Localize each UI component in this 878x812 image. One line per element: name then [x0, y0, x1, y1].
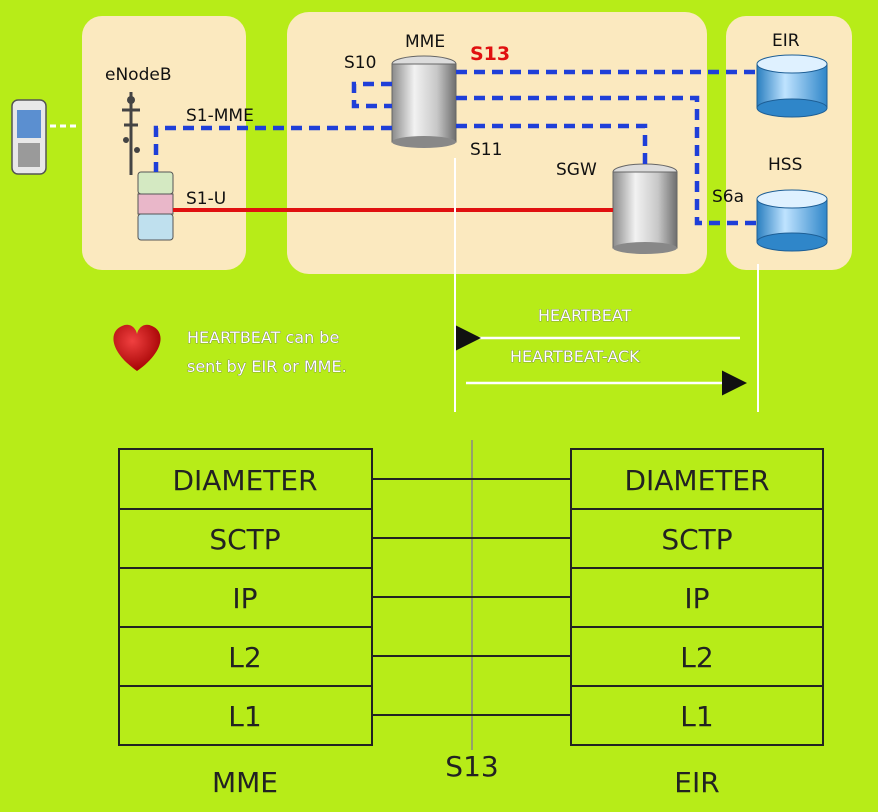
mme-layer-diameter-text: DIAMETER	[172, 464, 317, 497]
s10-label: S10	[344, 53, 376, 73]
heartbeat-ack-label: HEARTBEAT-ACK	[510, 347, 640, 366]
eir-database-icon	[756, 54, 828, 118]
note-line-1: HEARTBEAT can be	[187, 328, 339, 347]
enodeb-tower-icon	[122, 92, 174, 241]
mme-layer-l1-text: L1	[228, 700, 261, 733]
hss-database-icon	[756, 189, 828, 252]
eir-layer-ip-text: IP	[684, 582, 709, 615]
s11-link	[456, 123, 648, 170]
enodeb-label: eNodeB	[105, 65, 172, 85]
s10-link	[351, 81, 392, 109]
phone-icon	[11, 99, 47, 175]
peer-links	[372, 478, 571, 716]
s6a-label: S6a	[712, 187, 744, 207]
note-line-2: sent by EIR or MME.	[187, 357, 347, 376]
heart-icon	[113, 324, 161, 371]
eir-protocol-stack: DIAMETER SCTP IP L2 L1	[570, 448, 824, 746]
s1-mme-link	[153, 125, 392, 172]
mme-protocol-stack: DIAMETER SCTP IP L2 L1	[118, 448, 373, 746]
eir-layer-sctp-text: SCTP	[661, 523, 732, 556]
mme-stack-label: MME	[212, 766, 278, 799]
sgw-label: SGW	[556, 160, 597, 180]
eir-layer-l2-text: L2	[680, 641, 713, 674]
s1-u-label: S1-U	[186, 189, 226, 209]
mme-layer-ip-text: IP	[232, 582, 257, 615]
eir-layer-l1-text: L1	[680, 700, 713, 733]
enodeb-panel	[82, 16, 246, 270]
control-plane-links	[153, 69, 756, 226]
eir-label: EIR	[772, 31, 800, 51]
s1-mme-label: S1-MME	[186, 106, 254, 126]
s11-label: S11	[470, 140, 502, 160]
eir-layer-diameter-text: DIAMETER	[624, 464, 769, 497]
sgw-server-icon	[612, 163, 678, 254]
mme-layer-sctp-text: SCTP	[209, 523, 280, 556]
hss-label: HSS	[768, 155, 802, 175]
mme-label: MME	[405, 32, 445, 52]
s13-label: S13	[470, 43, 510, 65]
eir-stack-label: EIR	[674, 766, 719, 799]
heartbeat-label: HEARTBEAT	[538, 306, 632, 325]
s13-interface-label: S13	[445, 750, 498, 783]
mme-layer-l2-text: L2	[228, 641, 261, 674]
mme-server-icon	[391, 55, 457, 148]
